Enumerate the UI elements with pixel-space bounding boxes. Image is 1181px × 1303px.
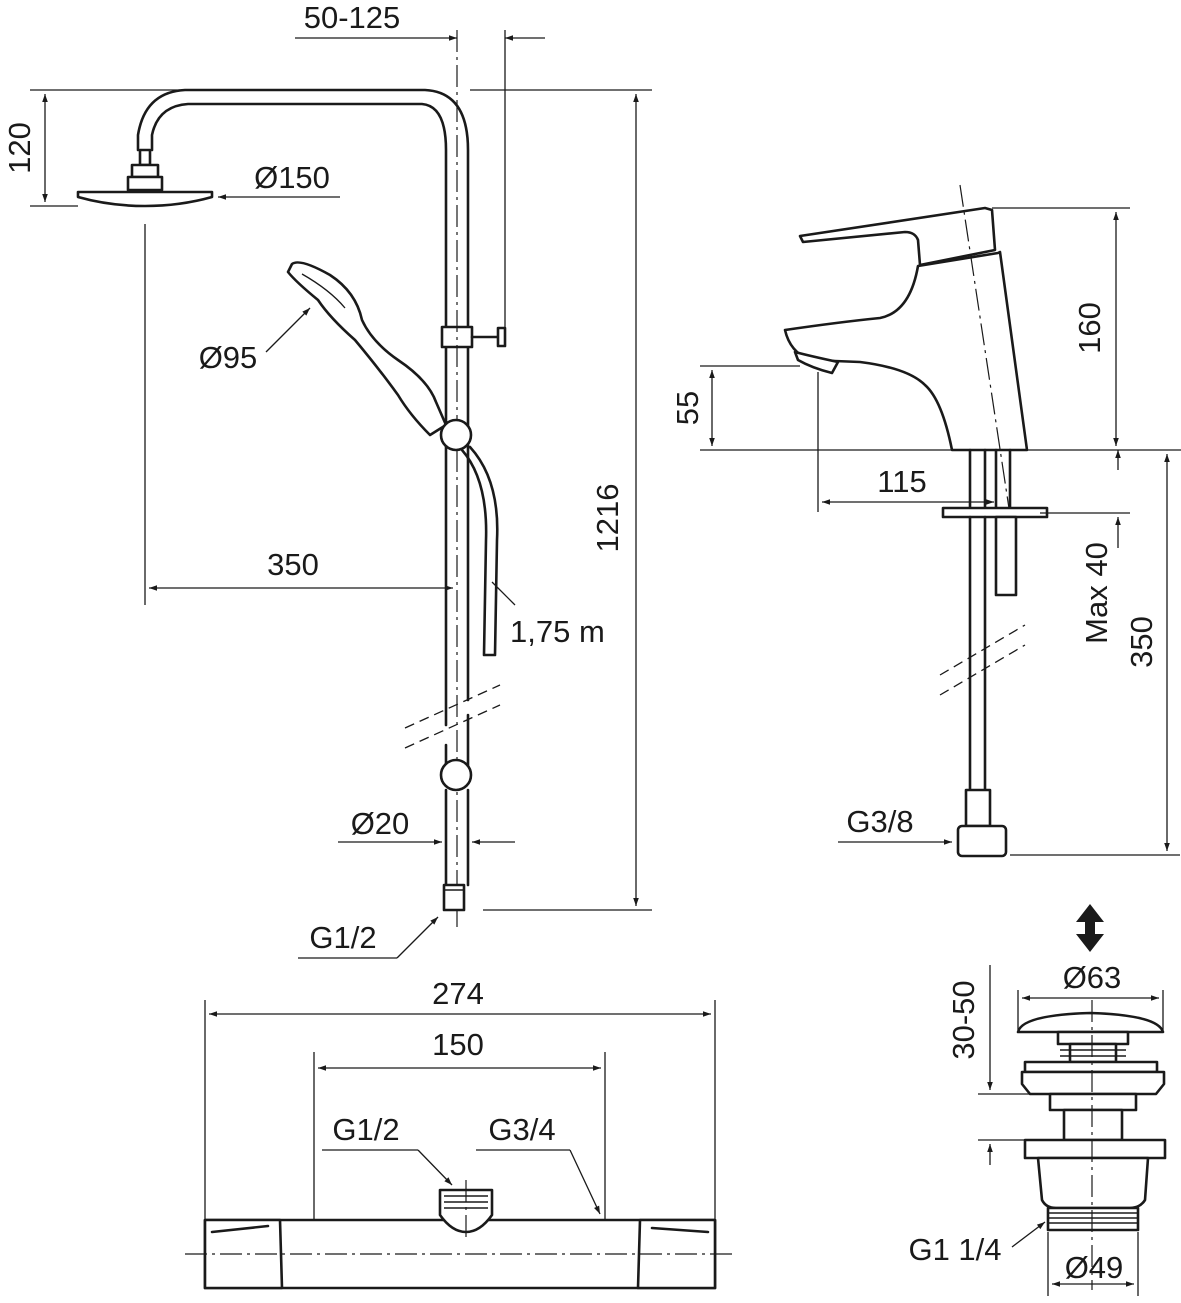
waste-stem [1068, 1042, 1118, 1064]
dim-max-deck: Max 40 [1079, 542, 1114, 644]
dim-connection: G3/8 [846, 804, 913, 839]
waste-body-upper [1048, 1092, 1138, 1112]
waste-washer [1023, 1138, 1167, 1160]
dim-mixer-height: 160 [1072, 302, 1107, 354]
rail-break-line-2 [404, 704, 501, 749]
mixer-center-line [959, 184, 1011, 516]
mixer-body [783, 250, 1029, 452]
shower-set-drawing: 50-125 120 Ø150 Ø95 350 1216 1,75 m Ø20 … [2, 0, 652, 959]
waste-collar-top [1023, 1060, 1159, 1074]
waste-valve-drawing: Ø63 30-50 G1 1/4 Ø49 [908, 904, 1167, 1296]
waste-stem-top [1056, 1030, 1130, 1046]
dim-hand-shower-diameter: Ø95 [199, 340, 258, 375]
dim-mixer-hose-length: 350 [1124, 616, 1159, 668]
waste-body-mid [1062, 1108, 1124, 1142]
dim-arm-offset: 50-125 [304, 0, 401, 35]
slider-holder [439, 418, 473, 452]
dim-thread-large: G3/4 [488, 1112, 555, 1147]
waste-thread [1046, 1206, 1140, 1232]
arm-slider-knob [496, 326, 507, 348]
bottom-connector [442, 883, 466, 912]
mixer-hose [968, 515, 987, 832]
thermostat-drawing: 274 150 G1/2 G3/4 [185, 976, 735, 1290]
dim-arm-length: 350 [267, 547, 319, 582]
basin-mixer-drawing: 160 55 115 Max 40 350 G3/8 [670, 184, 1181, 858]
dim-bottom-diameter: Ø49 [1065, 1250, 1124, 1285]
shower-head [76, 148, 214, 208]
hose-nut-g38 [956, 824, 1008, 858]
shower-hose [460, 445, 499, 657]
shower-rail [444, 343, 470, 887]
rail-break-line-1 [404, 684, 501, 729]
dim-spout-reach: 115 [877, 464, 926, 499]
mixer-spout-tip [793, 350, 840, 375]
dim-inlet-thread: G1/2 [309, 920, 376, 955]
dim-waste-thread: G1 1/4 [908, 1232, 1001, 1267]
mixer-handle [798, 206, 997, 267]
shower-arm [136, 88, 470, 332]
dim-head-diameter: Ø150 [254, 160, 330, 195]
dim-spout-height: 55 [670, 391, 705, 425]
up-down-arrow-icon [1076, 904, 1104, 952]
hose-ferrule [964, 788, 992, 828]
dim-head-height: 120 [2, 122, 37, 174]
dim-top-diameter: Ø63 [1063, 960, 1122, 995]
dim-total-height: 1216 [590, 484, 625, 553]
hand-shower [286, 261, 448, 437]
dim-center-distance: 150 [432, 1027, 484, 1062]
dim-thread-small: G1/2 [332, 1112, 399, 1147]
mixer-nut [994, 515, 1018, 597]
mixer-plate [941, 506, 1049, 519]
dim-rail-diameter: Ø20 [351, 806, 410, 841]
dim-lift-range: 30-50 [946, 980, 981, 1059]
waste-cap [1016, 1011, 1165, 1034]
thermostat-left-cap [203, 1218, 284, 1290]
dim-hose-length: 1,75 m [510, 614, 605, 649]
lower-holder [439, 758, 473, 792]
waste-flange [1020, 1070, 1166, 1096]
waste-body-lower [1036, 1156, 1150, 1210]
dim-thermostat-width: 274 [432, 976, 484, 1011]
